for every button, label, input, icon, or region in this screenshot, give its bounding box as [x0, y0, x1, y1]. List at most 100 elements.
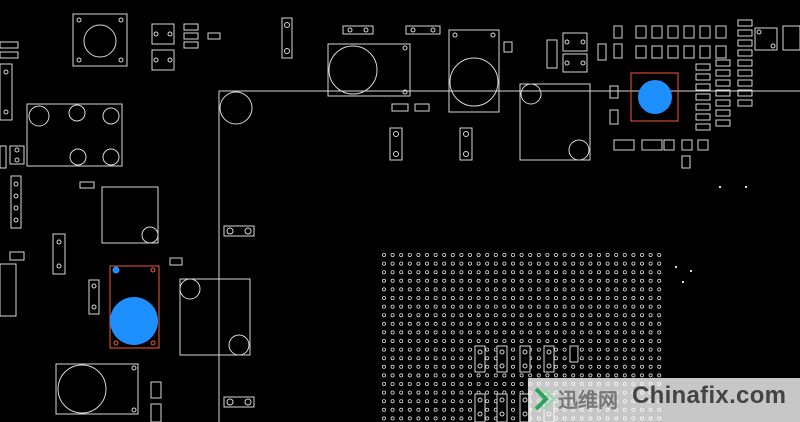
bga-pad: [631, 321, 636, 326]
bga-pad: [390, 381, 395, 386]
bga-pad: [390, 252, 395, 257]
watermark-cn-text: 迅维网: [558, 388, 618, 412]
bga-pad: [536, 313, 541, 318]
passive-parts-mid: [219, 91, 255, 408]
bga-pad: [588, 338, 593, 343]
bga-pad: [424, 313, 429, 318]
bga-pad: [433, 399, 438, 404]
bga-pad: [381, 295, 386, 300]
bga-pad: [416, 313, 421, 318]
bga-pad: [467, 416, 472, 421]
bga-pad: [381, 356, 386, 361]
bga-pad-grid: [381, 252, 662, 421]
bga-pad: [536, 278, 541, 283]
bga-pad: [622, 373, 627, 378]
bga-pad: [502, 278, 507, 283]
bga-pad: [597, 364, 602, 369]
bga-pad: [459, 313, 464, 318]
bga-pad: [536, 270, 541, 275]
capacitor-mid[interactable]: [179, 278, 251, 356]
bga-pad: [485, 270, 490, 275]
bga-pad: [433, 304, 438, 309]
bga-pad: [605, 304, 610, 309]
bga-pad: [485, 407, 490, 412]
bga-pad: [390, 399, 395, 404]
bga-pad: [390, 270, 395, 275]
bga-pad: [399, 261, 404, 266]
bga-pad: [433, 321, 438, 326]
bga-pad: [485, 381, 490, 386]
switch-footprint-top-left[interactable]: [72, 13, 128, 67]
bga-pad: [459, 321, 464, 326]
bga-pad: [442, 381, 447, 386]
bga-pad: [519, 304, 524, 309]
bga-pad: [622, 321, 627, 326]
bga-pad: [554, 278, 559, 283]
bga-pad: [485, 252, 490, 257]
bga-pad: [433, 330, 438, 335]
bga-pad: [442, 270, 447, 275]
bga-pad: [399, 321, 404, 326]
bga-pad: [459, 287, 464, 292]
capacitor-top-center[interactable]: [448, 29, 500, 113]
bga-pad: [424, 304, 429, 309]
bga-pad: [450, 399, 455, 404]
bga-pad: [407, 313, 412, 318]
inductor-top-center[interactable]: [327, 43, 411, 97]
bga-pad: [407, 364, 412, 369]
bga-pad: [390, 416, 395, 421]
bga-pad: [467, 373, 472, 378]
bga-pad: [467, 321, 472, 326]
bga-pad: [407, 381, 412, 386]
bga-pad: [631, 295, 636, 300]
bga-pad: [588, 304, 593, 309]
bga-pad: [579, 373, 584, 378]
capacitor-top-right[interactable]: [519, 83, 591, 161]
bga-pad: [485, 347, 490, 352]
bga-pad: [536, 304, 541, 309]
bga-pad: [614, 338, 619, 343]
bga-pad: [579, 330, 584, 335]
bga-pad: [640, 270, 645, 275]
passive-parts-top-center: [342, 25, 513, 161]
bga-pad: [485, 338, 490, 343]
bga-pad: [485, 287, 490, 292]
inductor-left[interactable]: [26, 103, 123, 167]
bga-pad: [493, 313, 498, 318]
inductor-bottom-left[interactable]: [55, 363, 139, 415]
bga-pad: [450, 381, 455, 386]
bga-pad: [536, 252, 541, 257]
bga-pad: [657, 364, 662, 369]
bga-pad: [390, 407, 395, 412]
bga-pad: [485, 399, 490, 404]
bga-pad: [433, 338, 438, 343]
bga-pad: [467, 261, 472, 266]
bga-pad: [399, 287, 404, 292]
highlighted-component-right[interactable]: [630, 72, 679, 122]
bga-pad: [416, 252, 421, 257]
bga-pad: [442, 287, 447, 292]
bga-pad: [597, 330, 602, 335]
bga-pad: [493, 330, 498, 335]
bga-pad: [648, 287, 653, 292]
bga-pad: [407, 390, 412, 395]
bga-pad: [467, 330, 472, 335]
bga-pad: [510, 399, 515, 404]
bga-pad: [467, 304, 472, 309]
bga-pad: [519, 321, 524, 326]
bga-pad: [562, 356, 567, 361]
bga-pad: [510, 390, 515, 395]
bga-pad: [433, 295, 438, 300]
bga-pad: [416, 287, 421, 292]
bga-pad: [450, 252, 455, 257]
bga-pad: [485, 321, 490, 326]
bga-pad: [648, 338, 653, 343]
bga-pad: [631, 373, 636, 378]
bga-pad: [640, 356, 645, 361]
bga-pad: [519, 330, 524, 335]
bga-pad: [605, 347, 610, 352]
bga-pad: [631, 313, 636, 318]
highlighted-component-left[interactable]: [109, 265, 160, 349]
capacitor-mid-left[interactable]: [101, 186, 159, 244]
bga-pad: [433, 278, 438, 283]
